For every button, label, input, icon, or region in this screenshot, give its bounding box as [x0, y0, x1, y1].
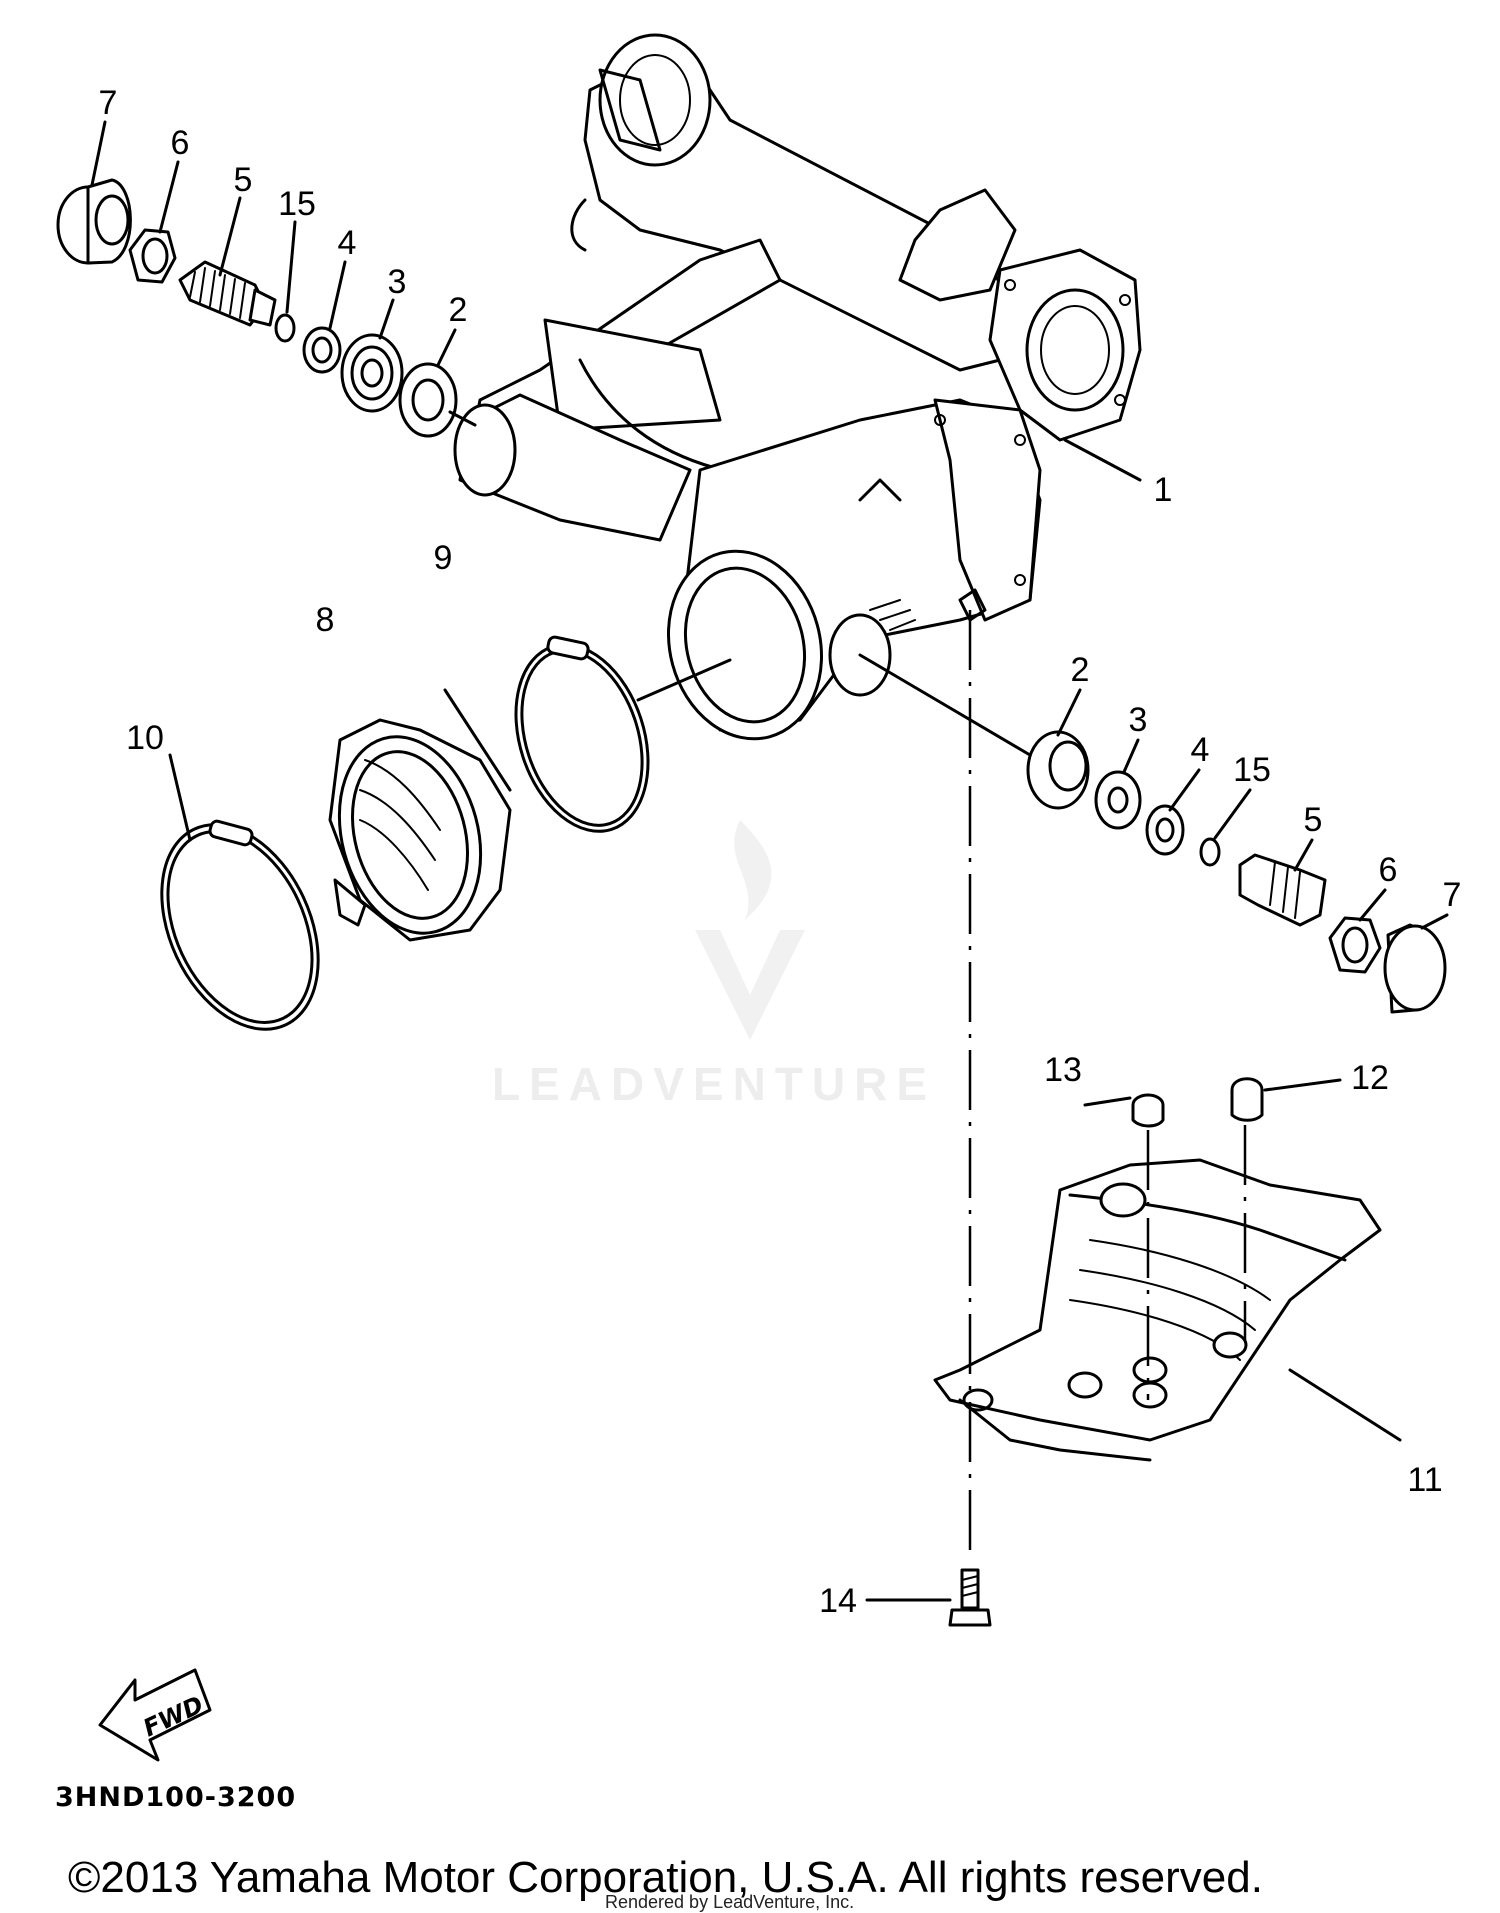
part-11-skid-plate — [933, 1158, 1382, 1462]
fwd-arrow-icon: FWD — [98, 1668, 212, 1762]
callout-7-right: 7 — [1443, 876, 1462, 914]
part-6-nut-right — [1328, 916, 1382, 974]
callout-6-left: 6 — [171, 124, 190, 162]
part-10-clamp-band — [160, 819, 320, 1031]
watermark-text: LEADVENTURE — [492, 1058, 936, 1110]
leader-line-band-9 — [636, 658, 732, 702]
callout-12: 12 — [1351, 1059, 1389, 1097]
leadventure-watermark: LEADVENTURE — [492, 820, 936, 1110]
callout-3-right: 3 — [1129, 701, 1148, 739]
callout-4-right: 4 — [1191, 731, 1210, 769]
part-7-cap-right — [1383, 923, 1447, 1014]
callout-2-left: 2 — [449, 291, 468, 329]
v-logo-icon — [695, 930, 805, 1040]
callout-13: 13 — [1044, 1051, 1082, 1089]
part-4-washer-right — [1145, 804, 1185, 856]
callout-10: 10 — [126, 719, 164, 757]
diagram-code: 3HND100-3200 — [55, 1782, 296, 1813]
swingarm-part-1 — [453, 33, 1142, 741]
callout-15-right: 15 — [1233, 751, 1271, 789]
callout-1: 1 — [1154, 471, 1173, 509]
part-12-rubber-plug — [1230, 1077, 1264, 1122]
callout-5-left: 5 — [234, 161, 253, 199]
callout-3-left: 3 — [388, 263, 407, 301]
callout-5-right: 5 — [1304, 801, 1323, 839]
callout-6-right: 6 — [1379, 851, 1398, 889]
part-2-bearing-right — [1026, 730, 1090, 810]
callout-8: 8 — [316, 601, 335, 639]
part-2-bearing-left — [398, 362, 458, 438]
callout-leaders — [90, 120, 1449, 1602]
callout-11: 11 — [1407, 1461, 1442, 1499]
part-6-nut-left — [128, 228, 177, 284]
callout-15-left: 15 — [278, 185, 316, 223]
part-15-o-ring-left — [274, 313, 296, 343]
part-3-seal-right — [1094, 770, 1142, 830]
part-8-rubber-boot — [328, 718, 512, 942]
rendered-by-text: Rendered by LeadVenture, Inc. — [605, 1892, 854, 1912]
part-9-clamp-band — [514, 635, 650, 833]
leader-line-bearing-left — [448, 410, 477, 427]
callout-14: 14 — [819, 1582, 857, 1620]
part-5-pivot-shaft-left — [178, 260, 277, 327]
part-5-pivot-shaft-right — [1238, 853, 1327, 927]
part-3-seal-left — [340, 333, 404, 413]
callout-9: 9 — [434, 539, 453, 577]
part-14-bolt — [948, 1568, 992, 1627]
flame-icon — [734, 820, 772, 920]
callout-7-left: 7 — [99, 84, 118, 122]
part-15-o-ring-right — [1199, 837, 1221, 867]
callout-2-right: 2 — [1071, 651, 1090, 689]
leader-line-bearing-right — [858, 653, 1032, 757]
part-13-grommet — [1131, 1093, 1165, 1128]
copyright-text: ©2013 Yamaha Motor Corporation, U.S.A. A… — [68, 1853, 1263, 1902]
part-7-cap-left — [56, 178, 132, 265]
part-4-washer-left — [302, 326, 342, 374]
callout-4-left: 4 — [338, 224, 357, 262]
